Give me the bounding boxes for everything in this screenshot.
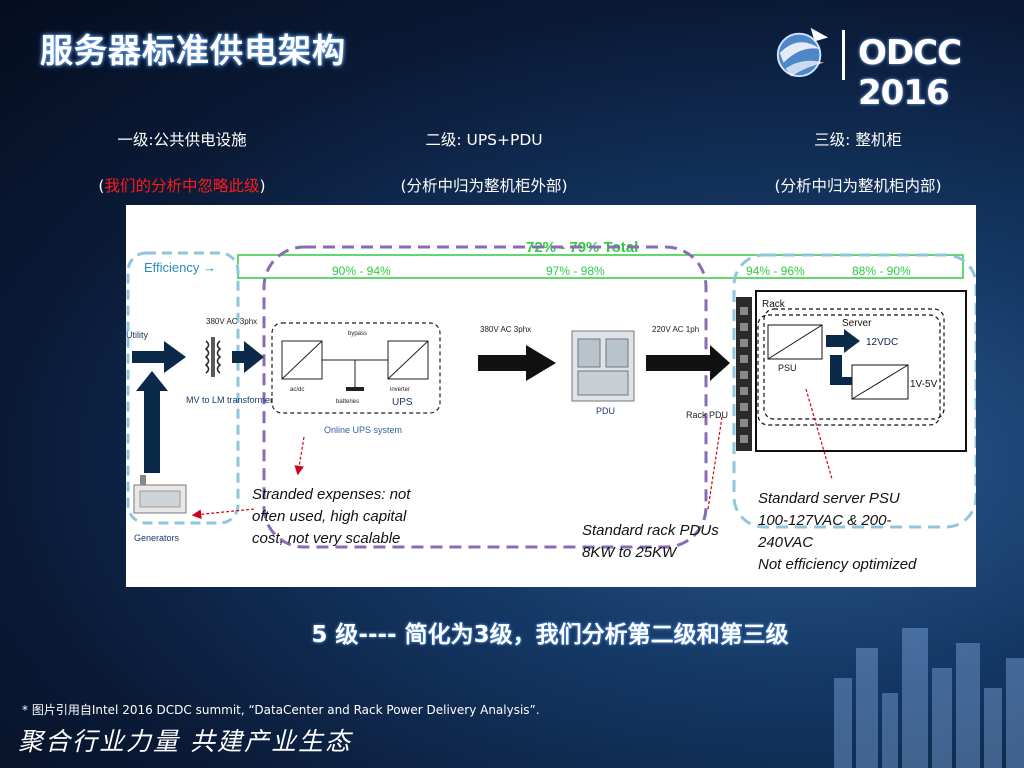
power-delivery-diagram: 72% - 79% Total Efficiency → 90% - 94% 9… (126, 205, 976, 587)
footnote: * 图片引用自Intel 2016 DCDC summit, “DataCent… (22, 703, 540, 717)
server-box-front (757, 314, 941, 426)
level-1: 一级:公共供电设施 (我们的分析中忽略此级) (62, 128, 302, 196)
bypass-label: bypass (348, 331, 367, 337)
battery-icon (346, 387, 364, 391)
generator-icon (133, 475, 187, 514)
summary-line: 5 级---- 简化为3级，我们分析第二级和第三级 (311, 622, 789, 648)
pdu-cabinet-icon (571, 330, 635, 402)
logo-divider (842, 30, 845, 80)
stranded-note-line3: cost, not very scalable (252, 530, 400, 547)
rack-pdu-label: Rack PDU (686, 410, 728, 420)
pdu-label: PDU (596, 406, 615, 416)
psu-label: PSU (778, 363, 797, 373)
level-1-note: (我们的分析中忽略此级) (62, 174, 302, 196)
online-ups-box (271, 322, 441, 414)
server-label: Server (842, 318, 872, 329)
level-3-region (732, 253, 976, 529)
utility-label: Utility (126, 330, 148, 340)
odcc-logo: ODCC 2016 (772, 20, 1012, 113)
pdu-to-rack-arrow-icon (646, 345, 730, 381)
logo-text: ODCC 2016 (858, 33, 962, 113)
level-1-region (126, 251, 240, 525)
psu-note-line3: 240VAC (757, 534, 813, 551)
ups-label: UPS (392, 397, 413, 408)
level-1-note-red: 我们的分析中忽略此级 (104, 177, 260, 195)
globe-emblem-icon (776, 27, 829, 78)
volt-380-label: 380V AC 3phx (206, 317, 257, 326)
slide-title: 服务器标准供电架构 (40, 31, 346, 70)
level-3-note: (分析中归为整机柜内部) (774, 177, 942, 195)
transformer-icon (204, 337, 222, 377)
acdc-label: ac/dc (290, 387, 304, 393)
inverter-label: inverter (390, 387, 410, 393)
to-ups-arrow-icon (232, 341, 264, 373)
psu-note-line2: 100-127VAC & 200- (758, 512, 891, 529)
psu-note-line4: Not efficiency optimized (758, 556, 917, 573)
diagram-canvas: 72% - 79% Total Efficiency → 90% - 94% 9… (126, 239, 976, 573)
level-1-paren-open: ( (98, 177, 105, 195)
eff-segment-1: 90% - 94% (332, 264, 391, 278)
rack-pdu-note: Standard rack PDUs 8KW to 25KW (582, 522, 723, 561)
eff-segment-2: 97% - 98% (546, 264, 605, 278)
volt-380b-label: 380V AC 3phx (480, 325, 531, 334)
volt-220-label: 220V AC 1ph (652, 325, 699, 334)
online-ups-label: Online UPS system (324, 425, 402, 435)
level-2: 二级: UPS+PDU (分析中归为整机柜外部) (364, 128, 604, 196)
psu-note: Standard server PSU 100-127VAC & 200- 24… (757, 490, 917, 573)
rack-pdu-note-line2: 8KW to 25KW (582, 544, 678, 561)
12vdc-arrow-icon (826, 329, 860, 353)
v1v5-label: 1V-5V (910, 379, 938, 390)
psu-note-line1: Standard server PSU (758, 490, 900, 507)
stranded-note: Stranded expenses: not often used, high … (252, 486, 415, 547)
total-efficiency-label: 72% - 79% Total (526, 239, 638, 256)
level-3: 三级: 整机柜 (分析中归为整机柜内部) (738, 128, 978, 196)
stranded-note-line2: often used, high capital (252, 508, 407, 525)
batteries-label: batteries (336, 399, 359, 405)
city-skyline-decoration (834, 628, 1024, 768)
efficiency-label: Efficiency → (144, 260, 216, 275)
generators-label: Generators (134, 533, 180, 543)
generator-up-arrow-icon (136, 371, 168, 473)
transformer-label-text: MV to LM transformer (186, 395, 273, 405)
12vdc-label: 12VDC (866, 337, 898, 348)
rack-label: Rack (762, 299, 786, 310)
stranded-note-line1: Stranded expenses: not (252, 486, 411, 503)
ups-to-pdu-arrow-icon (478, 345, 556, 381)
rack-pdu-note-line1: Standard rack PDUs (582, 522, 719, 539)
eff-segment-3: 94% - 96% (746, 264, 805, 278)
level-3-heading: 三级: 整机柜 (814, 131, 902, 149)
rack-frame (755, 290, 967, 452)
level-1-paren-close: ) (259, 177, 266, 195)
rack-pdu-strip-icon (736, 297, 752, 451)
level-2-note: (分析中归为整机柜外部) (400, 177, 568, 195)
level-2-heading: 二级: UPS+PDU (425, 131, 543, 149)
slogan: 聚合行业力量 共建产业生态 (18, 727, 352, 756)
transformer-label: MV to LM transformer (186, 395, 273, 405)
eff-segment-4: 88% - 90% (852, 264, 911, 278)
server-box-back (763, 308, 945, 420)
level-2-region (262, 245, 708, 549)
levels-row: 一级:公共供电设施 (我们的分析中忽略此级) 二级: UPS+PDU (分析中归… (0, 128, 1024, 200)
utility-arrow-icon (132, 341, 186, 373)
level-1-heading: 一级:公共供电设施 (117, 131, 247, 149)
